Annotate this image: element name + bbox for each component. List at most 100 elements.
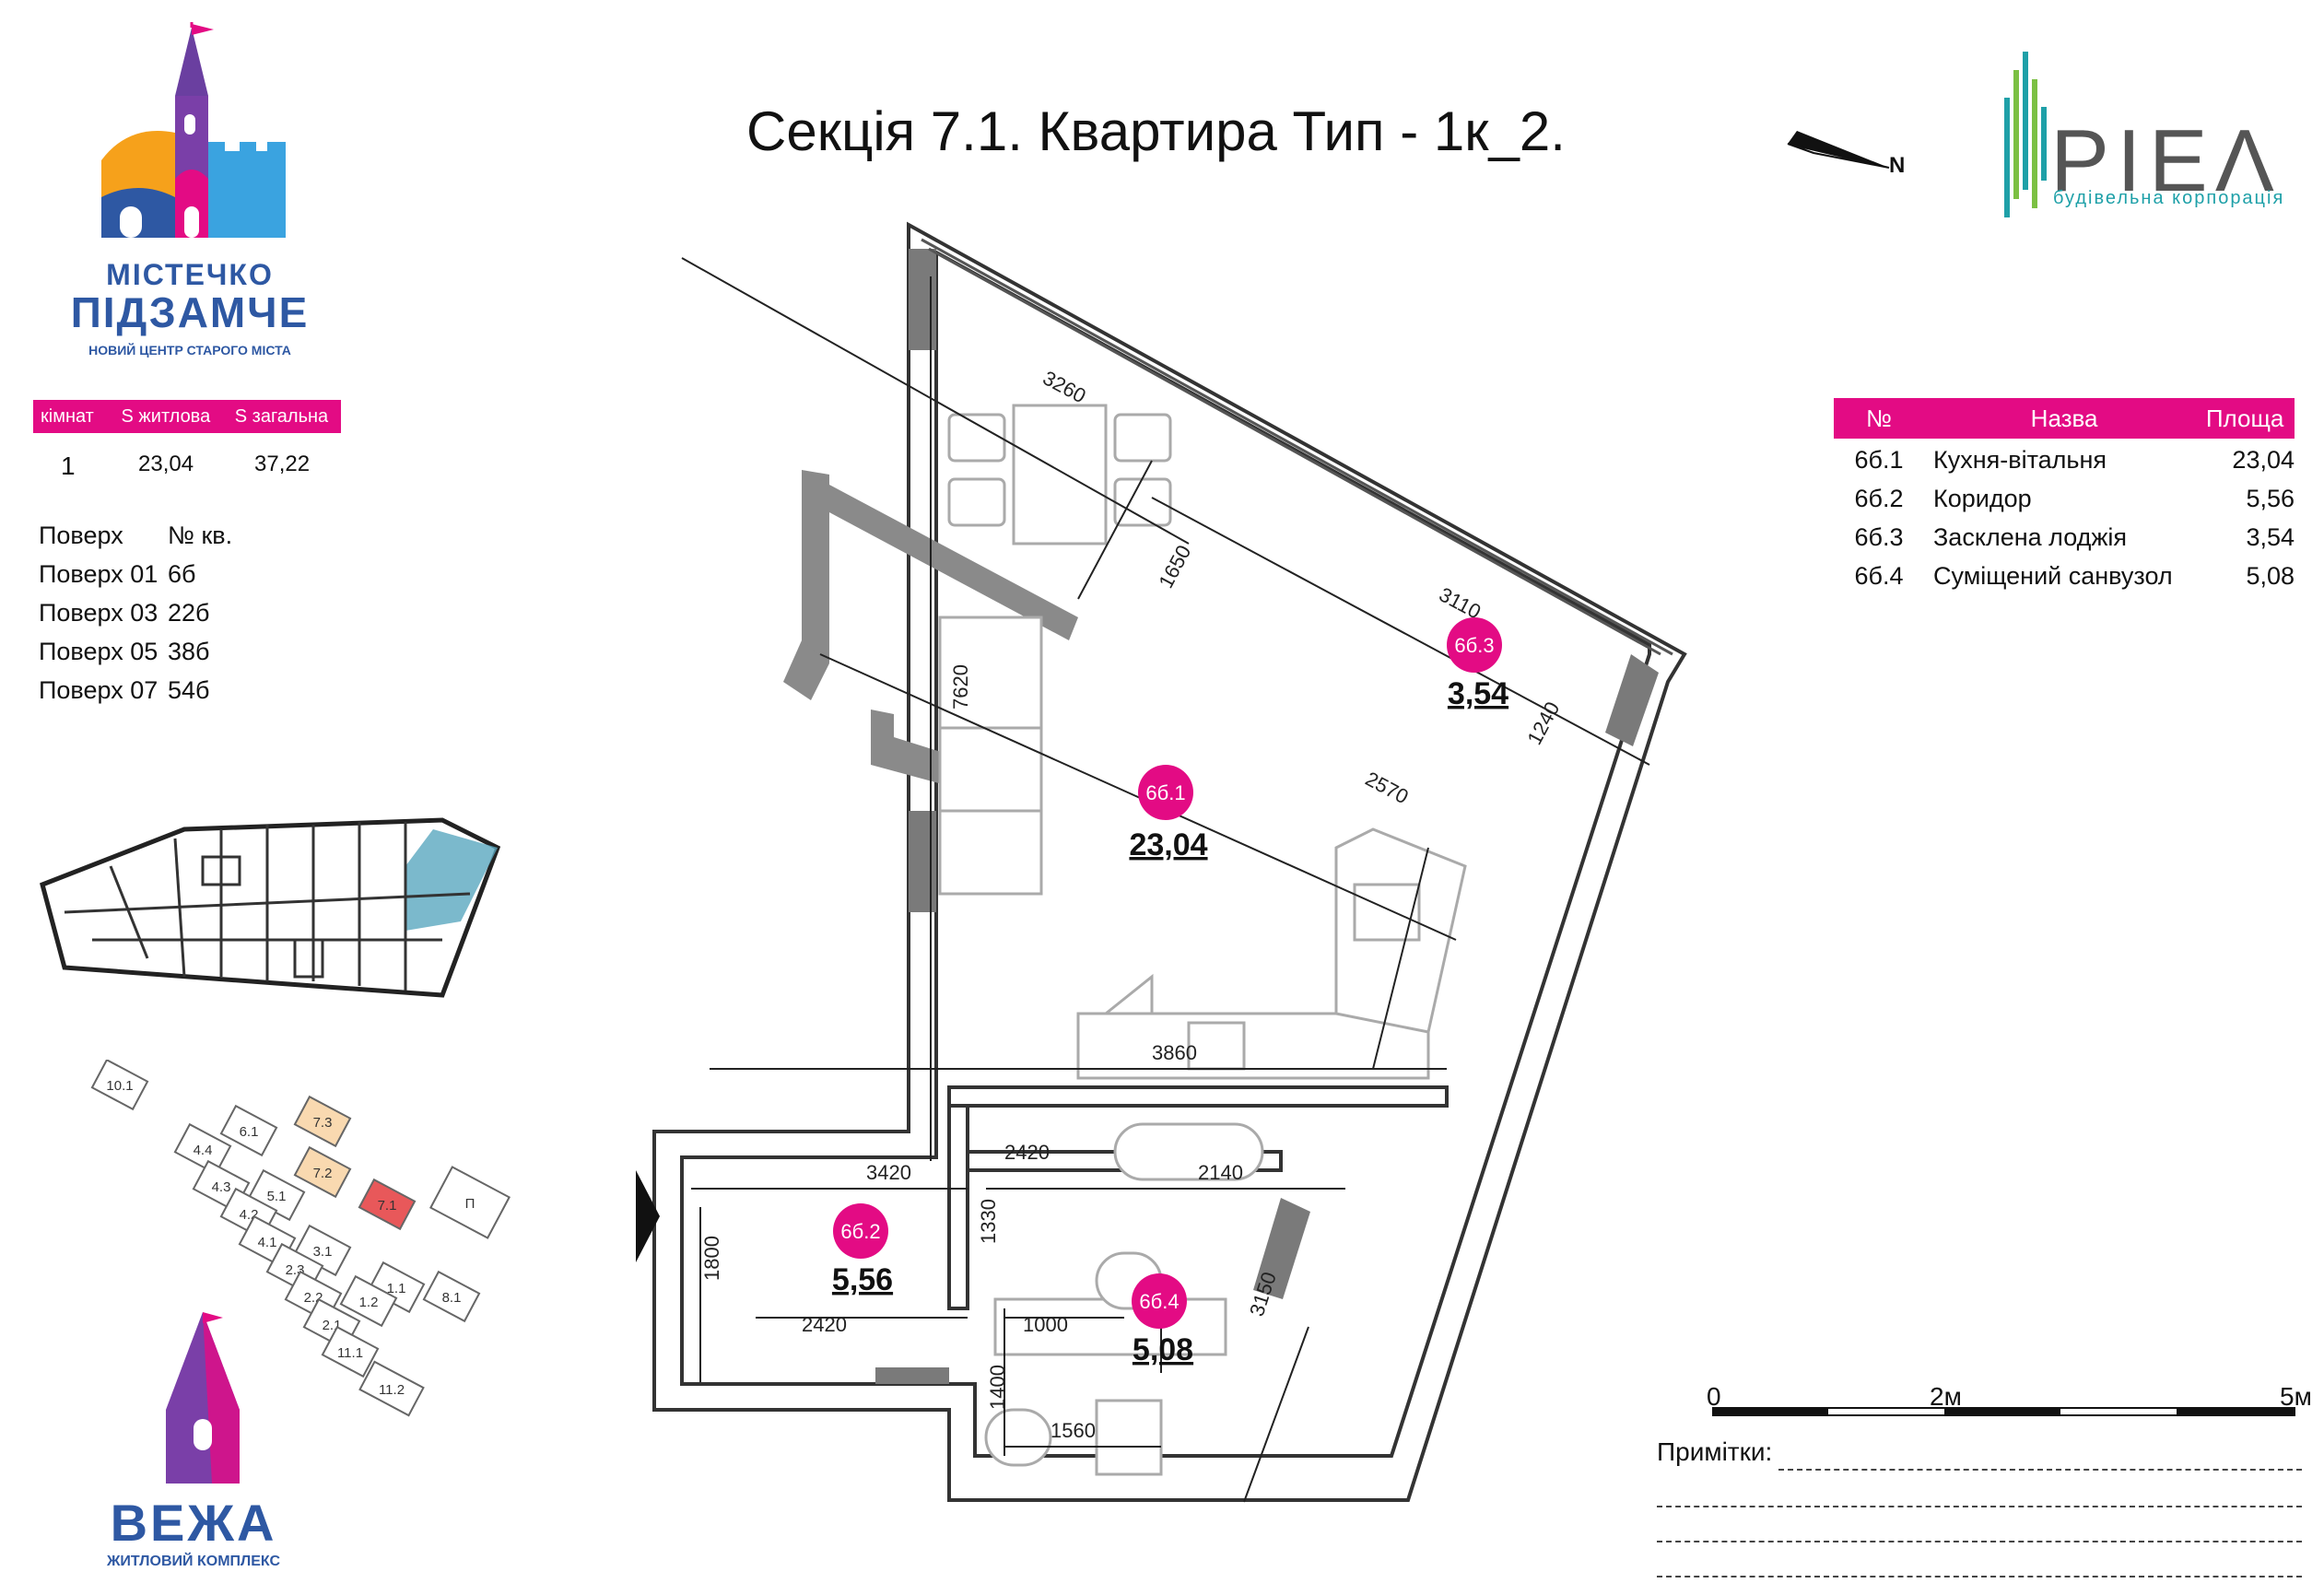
dim-label: 3110	[1436, 582, 1485, 623]
north-arrow-icon	[1787, 131, 1890, 169]
floor-name: Поверх 01	[39, 560, 158, 588]
summary-living: 23,04	[138, 452, 194, 476]
section-block: 7.1	[358, 1178, 417, 1231]
scale-label: 2м	[1930, 1382, 1962, 1411]
table-row: 6б.1 Кухня-вітальня 23,04	[1834, 440, 2295, 479]
notes-line	[1778, 1469, 2302, 1471]
notes-line	[1657, 1506, 2302, 1507]
rooms-header-name: Назва	[2030, 404, 2098, 432]
section-label: 3.1	[313, 1244, 333, 1260]
room-id-badge: 6б.2	[840, 1220, 880, 1243]
section-block: 8.1	[422, 1270, 481, 1323]
dim-label: 2570	[1362, 767, 1413, 808]
section-label: 7.2	[313, 1166, 333, 1181]
key-floor-plan	[40, 817, 501, 998]
table-row: 6б.3 Засклена лоджія 3,54	[1834, 518, 2295, 557]
scale-label: 0	[1707, 1382, 1721, 1411]
section-label: 6.1	[240, 1124, 259, 1140]
floor-flat: 38б	[168, 638, 210, 665]
room-number: 6б.4	[1854, 561, 1904, 590]
section-label: 4.1	[258, 1235, 277, 1250]
scale-bar	[1712, 1407, 2295, 1416]
room-area-label: 5,08	[1133, 1332, 1193, 1367]
dim-label: 2420	[802, 1313, 847, 1336]
section-label: 4.3	[212, 1179, 231, 1195]
notes-line	[1657, 1576, 2302, 1577]
riel-logo-subtitle: будівельна корпорація	[2053, 188, 2285, 208]
floor-name: Поверх 07	[39, 676, 158, 704]
section-label: 8.1	[442, 1290, 462, 1306]
floor-name: Поверх 03	[39, 599, 158, 627]
rooms-header-number: №	[1866, 404, 1892, 432]
floors-header-floor: Поверх	[39, 522, 123, 549]
scale-label: 5м	[2280, 1382, 2312, 1411]
north-label: N	[1889, 153, 1906, 178]
room-area-label: 5,56	[832, 1262, 893, 1297]
rooms-table-header: № Назва Площа	[1834, 398, 2295, 439]
dim-label: 1000	[1023, 1313, 1068, 1336]
room-number: 6б.2	[1854, 484, 1904, 512]
section-block: 10.1	[90, 1060, 149, 1111]
summary-header-living: S житлова	[121, 405, 211, 427]
room-id-badge: 6б.1	[1145, 781, 1185, 804]
apartment-floor-plan: 3260 1650 3110 1240 2570 7620 2420 3860 …	[636, 221, 1687, 1503]
room-number: 6б.1	[1854, 445, 1904, 474]
section-block: 11.2	[358, 1360, 425, 1417]
vezha-logo-subtitle: ЖИТЛОВИЙ КОМПЛЕКС	[106, 1554, 281, 1569]
room-name: Засклена лоджія	[1933, 522, 2128, 551]
floor-flat: 6б	[168, 560, 196, 588]
dim-label: 2140	[1198, 1161, 1243, 1184]
section-block: 11.1	[321, 1325, 380, 1378]
section-block: 1.2	[339, 1274, 398, 1328]
room-id-badge: 6б.4	[1139, 1290, 1179, 1313]
dim-label: 1240	[1522, 698, 1564, 748]
section-block: 7.3	[293, 1095, 352, 1148]
floor-flat: 22б	[168, 599, 210, 627]
dim-label: 1800	[700, 1236, 723, 1281]
room-id-badge: 6б.3	[1454, 634, 1494, 657]
dim-label: 7620	[949, 664, 972, 710]
section-label: 10.1	[106, 1078, 133, 1094]
section-block: 4.4	[173, 1122, 232, 1176]
summary-header-rooms: кімнат	[41, 405, 94, 427]
floors-list: Поверх № кв. Поверх 01 6б Поверх 03 22б Пов…	[39, 516, 232, 710]
summary-header: кімнат S житлова S загальна	[33, 400, 341, 433]
room-area-label: 3,54	[1448, 676, 1508, 711]
section-label: 11.2	[379, 1382, 405, 1398]
room-number: 6б.3	[1854, 522, 1904, 551]
summary-values: 1 23,04 37,22	[33, 452, 341, 481]
floor-name: Поверх 05	[39, 638, 158, 665]
summary-total: 37,22	[254, 452, 311, 476]
tower-logo	[166, 1312, 240, 1484]
section-block: 5.1	[247, 1168, 306, 1222]
page-title: Секція 7.1. Квартира Тип - 1к_2.	[746, 100, 1566, 162]
summary-rooms: 1	[61, 452, 76, 480]
dim-label: 1400	[986, 1365, 1009, 1410]
notes-label: Примітки:	[1657, 1437, 1773, 1466]
section-block: 6.1	[219, 1104, 278, 1157]
section-label: П	[465, 1196, 475, 1212]
dim-label: 1650	[1154, 541, 1195, 592]
room-area: 3,54	[2246, 522, 2295, 551]
riel-logo-mark	[2004, 52, 2047, 217]
room-name: Коридор	[1933, 484, 2032, 512]
summary-header-total: S загальна	[234, 405, 329, 427]
section-label: 1.2	[359, 1295, 379, 1310]
riel-logo-text: PIEΛ	[2050, 111, 2282, 210]
room-name: Суміщений санвузол	[1933, 561, 2173, 590]
table-row: 6б.4 Суміщений санвузол 5,08	[1834, 557, 2295, 595]
table-row: 6б.2 Коридор 5,56	[1834, 479, 2295, 518]
floors-header-flat: № кв.	[168, 522, 233, 549]
room-area: 5,08	[2246, 561, 2295, 590]
dim-label: 2420	[1004, 1141, 1050, 1164]
section-label: 7.3	[313, 1115, 333, 1131]
floor-flat: 54б	[168, 676, 210, 704]
castle-logo	[101, 22, 286, 238]
section-block: П	[429, 1166, 511, 1239]
section-label: 7.1	[378, 1198, 397, 1214]
room-area: 5,56	[2246, 484, 2295, 512]
logo-line-3: НОВИЙ ЦЕНТР СТАРОГО МІСТА	[88, 343, 291, 358]
notes-line	[1657, 1541, 2302, 1542]
dim-label: 3260	[1039, 366, 1090, 407]
